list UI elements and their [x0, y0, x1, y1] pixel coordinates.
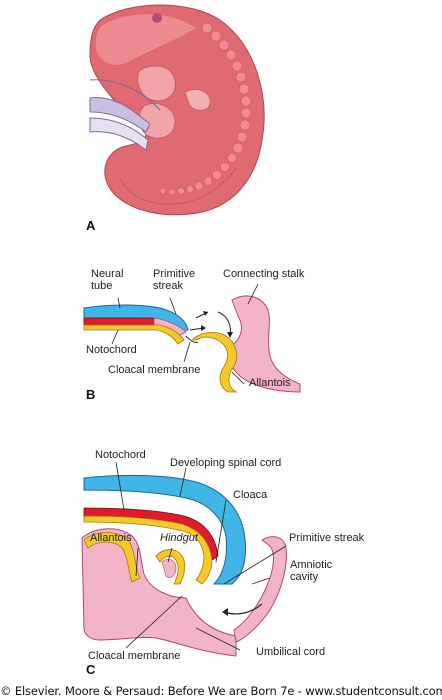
label-hindgut: Hindgut	[160, 532, 198, 544]
panel-label-c: C	[86, 662, 96, 677]
label-developing-spinal-cord: Developing spinal cord	[170, 457, 282, 469]
label-cloaca: Cloaca	[233, 489, 268, 501]
panel-label-a: A	[86, 218, 96, 233]
label-umbilical-cord: Umbilical cord	[256, 646, 326, 658]
label-primitive-streak-c: Primitive streak	[289, 532, 365, 544]
copyright-credit: © Elsevier. Moore & Persaud: Before We a…	[0, 684, 442, 698]
label-connecting-stalk: Connecting stalk	[223, 268, 305, 280]
label-primitive-streak-b: Primitive streak	[153, 268, 196, 292]
label-cloacal-membrane-c: Cloacal membrane	[88, 650, 181, 662]
panel-a-embryo	[89, 4, 265, 216]
label-notochord-c: Notochord	[95, 449, 146, 461]
label-amniotic-cavity: Amniotic cavity	[290, 559, 333, 583]
panel-b-section	[83, 283, 301, 393]
label-allantois-c: Allantois	[90, 532, 132, 544]
label-cloacal-membrane-b: Cloacal membrane	[108, 364, 201, 376]
label-neural-tube: Neural tube	[91, 268, 124, 292]
label-notochord-b: Notochord	[86, 344, 137, 356]
panel-c-section	[81, 461, 287, 657]
panel-label-b: B	[86, 387, 96, 402]
label-allantois-b: Allantois	[249, 377, 291, 389]
